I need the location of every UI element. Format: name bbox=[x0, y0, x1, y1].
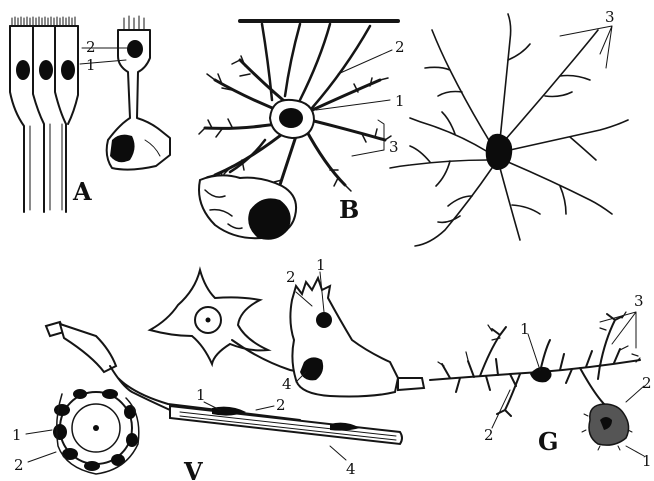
panel-b-label-2: 2 bbox=[395, 38, 405, 56]
panel-a-label-2: 2 bbox=[86, 38, 96, 56]
panel-b-letter: B bbox=[339, 195, 359, 224]
panel-g-label-3: 3 bbox=[634, 292, 644, 310]
panel-protoplasmic-astrocyte: 3 bbox=[390, 8, 628, 246]
panel-v-cell-label-2: 2 bbox=[286, 268, 296, 286]
panel-g-small-label-1: 1 bbox=[642, 452, 652, 470]
panel-g-letter: G bbox=[538, 427, 559, 456]
panel-b-label-1: 1 bbox=[395, 92, 405, 110]
panel-v-cell-label-1: 1 bbox=[316, 256, 326, 274]
panel-v-fiber-label-2: 2 bbox=[276, 396, 286, 414]
panel-v-letter: V bbox=[183, 457, 203, 481]
panel-v-fiber-label-4: 4 bbox=[346, 460, 356, 478]
panel-v-myelinating-cells: 1 2 4 1 2 1 bbox=[12, 256, 424, 481]
panel-g-microglia: 3 1 2 2 1 G bbox=[430, 292, 652, 470]
panel-g-small-label-2: 2 bbox=[642, 374, 652, 392]
panel-v-cell-label-4: 4 bbox=[282, 375, 292, 393]
panel-a-receptor-cells: 2 1 A bbox=[10, 16, 170, 212]
panel-v-ring-label-2: 2 bbox=[14, 456, 24, 474]
panel-b-label-3: 3 bbox=[389, 138, 399, 156]
panel-g-label-1: 1 bbox=[520, 320, 530, 338]
stellate-label-3: 3 bbox=[605, 8, 615, 26]
panel-b-astrocyte: 2 1 3 B bbox=[199, 21, 405, 240]
panel-a-letter: A bbox=[72, 177, 92, 206]
panel-g-label-2: 2 bbox=[484, 426, 494, 444]
panel-v-ring-label-1: 1 bbox=[12, 426, 22, 444]
panel-v-fiber-label-1: 1 bbox=[196, 386, 206, 404]
panel-a-label-1: 1 bbox=[86, 56, 96, 74]
